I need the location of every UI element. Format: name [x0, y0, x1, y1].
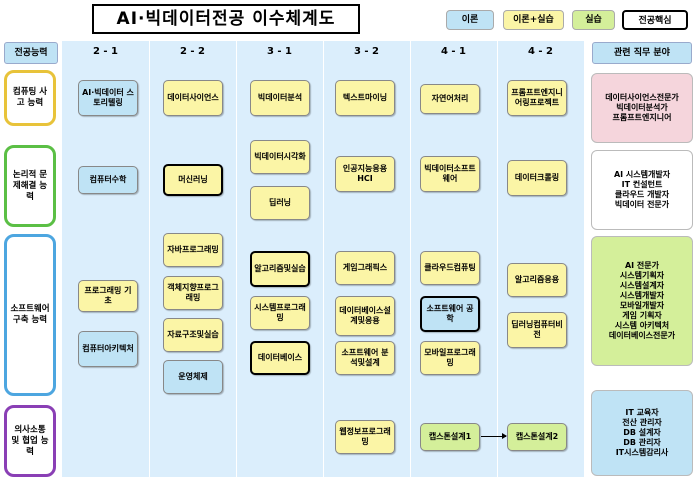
job-title: 시스템 아키텍처	[614, 321, 670, 330]
course-card: 알고리즘및실습	[250, 251, 310, 287]
job-title: 시스템개발자	[619, 291, 665, 300]
job-group-it-management: IT 교육자 전산 관리자 DB 설계자 DB 관리자 IT시스템감리사	[591, 390, 693, 476]
course-card: 자료구조및실습	[163, 318, 223, 352]
job-group-data-science: 데이터사이언스전문가 빅데이터분석가 프롬프트엔지니어	[591, 73, 693, 143]
job-title: IT 컨설턴트	[621, 180, 663, 189]
course-card: 인공지능응용 HCI	[335, 156, 395, 192]
course-card: 자연어처리	[420, 84, 480, 114]
course-card: 웹정보프로그래밍	[335, 420, 395, 454]
job-title: IT 교육자	[625, 408, 659, 417]
legend-theory-practice: 이론+실습	[503, 10, 564, 30]
column-divider	[323, 41, 324, 477]
course-card: 머신러닝	[163, 164, 223, 196]
job-title: AI 전문가	[624, 261, 660, 270]
job-title: IT시스템감리사	[615, 448, 669, 457]
course-card: 프로그래밍 기초	[78, 280, 138, 312]
abilities-header: 전공능력	[4, 42, 58, 64]
course-card: 소프트웨어 공학	[420, 296, 480, 332]
job-title: 전산 관리자	[622, 418, 662, 427]
column-divider	[410, 41, 411, 477]
course-card: 컴퓨터아키텍처	[78, 331, 138, 367]
job-title: 데이터베이스전문가	[608, 331, 676, 340]
capstone-arrow	[481, 433, 507, 439]
semester-header: 4 - 2	[527, 46, 554, 57]
ability-communication: 의사소통 및 협업 능력	[4, 405, 56, 477]
course-card: 데이터베이스설계및응용	[335, 296, 395, 336]
course-card: 빅데이터소프트웨어	[420, 156, 480, 192]
job-title: 모바일개발자	[619, 301, 665, 310]
job-title: 프롬프트엔지니어	[612, 113, 672, 122]
course-card: 자바프로그래밍	[163, 233, 223, 267]
ability-computational-thinking: 컴퓨팅 사고 능력	[4, 70, 56, 126]
course-card: 캡스톤설계2	[507, 423, 567, 451]
job-title: DB 설계자	[623, 428, 661, 437]
course-card: 빅데이터시각화	[250, 140, 310, 174]
semester-header: 2 - 1	[92, 46, 119, 57]
course-card: 소프트웨어 분석및설계	[335, 341, 395, 375]
column-divider	[149, 41, 150, 477]
course-card: AI·빅데이터 스토리텔링	[78, 80, 138, 116]
course-card: 객체지향프로그래밍	[163, 276, 223, 310]
course-card: 운영체제	[163, 360, 223, 394]
course-card: 클라우드컴퓨팅	[420, 251, 480, 285]
column-divider	[497, 41, 498, 477]
course-card: 빅데이터분석	[250, 80, 310, 116]
job-title: 게임 기획자	[622, 311, 662, 320]
column-divider	[236, 41, 237, 477]
course-card: 알고리즘응용	[507, 263, 567, 297]
ability-software-building: 소프트웨어 구축 능력	[4, 234, 56, 396]
job-title: 빅데이터 전문가	[614, 200, 670, 209]
course-card: 딥러닝컴퓨터비전	[507, 312, 567, 348]
legend-major-core: 전공핵심	[622, 10, 688, 30]
course-card: 컴퓨터수학	[78, 166, 138, 194]
course-card: 게임그래픽스	[335, 251, 395, 285]
semester-header: 2 - 2	[179, 46, 206, 57]
job-title: 시스템기획자	[619, 271, 665, 280]
job-title: 시스템설계자	[619, 281, 665, 290]
page-title: AI·빅데이터전공 이수체계도	[92, 4, 360, 34]
ability-problem-solving: 논리적 문제해결 능력	[4, 145, 56, 227]
course-card: 딥러닝	[250, 186, 310, 220]
job-title: 데이터사이언스전문가	[605, 93, 679, 102]
legend-practice: 실습	[572, 10, 615, 30]
legend-theory: 이론	[446, 10, 494, 30]
course-card: 캡스톤설계1	[420, 423, 480, 451]
job-title: DB 관리자	[623, 438, 661, 447]
course-card: 데이터베이스	[250, 341, 310, 375]
job-title: 클라우드 개발자	[614, 190, 670, 199]
course-card: 모바일프로그래밍	[420, 341, 480, 375]
course-card: 시스템프로그래밍	[250, 296, 310, 330]
course-card: 텍스트마이닝	[335, 80, 395, 116]
job-group-software: AI 전문가 시스템기획자 시스템설계자 시스템개발자 모바일개발자 게임 기획…	[591, 236, 693, 366]
semester-header: 3 - 1	[266, 46, 293, 57]
job-group-ai-system: AI 시스템개발자 IT 컨설턴트 클라우드 개발자 빅데이터 전문가	[591, 150, 693, 230]
course-card: 데이터사이언스	[163, 80, 223, 116]
jobs-header: 관련 직무 분야	[592, 42, 692, 64]
course-card: 프롬프트엔지니어링프로젝트	[507, 80, 567, 116]
job-title: AI 시스템개발자	[613, 170, 671, 179]
job-title: 빅데이터분석가	[616, 103, 668, 112]
semester-header: 4 - 1	[440, 46, 467, 57]
course-card: 데이터크롤링	[507, 160, 567, 196]
semester-header: 3 - 2	[353, 46, 380, 57]
